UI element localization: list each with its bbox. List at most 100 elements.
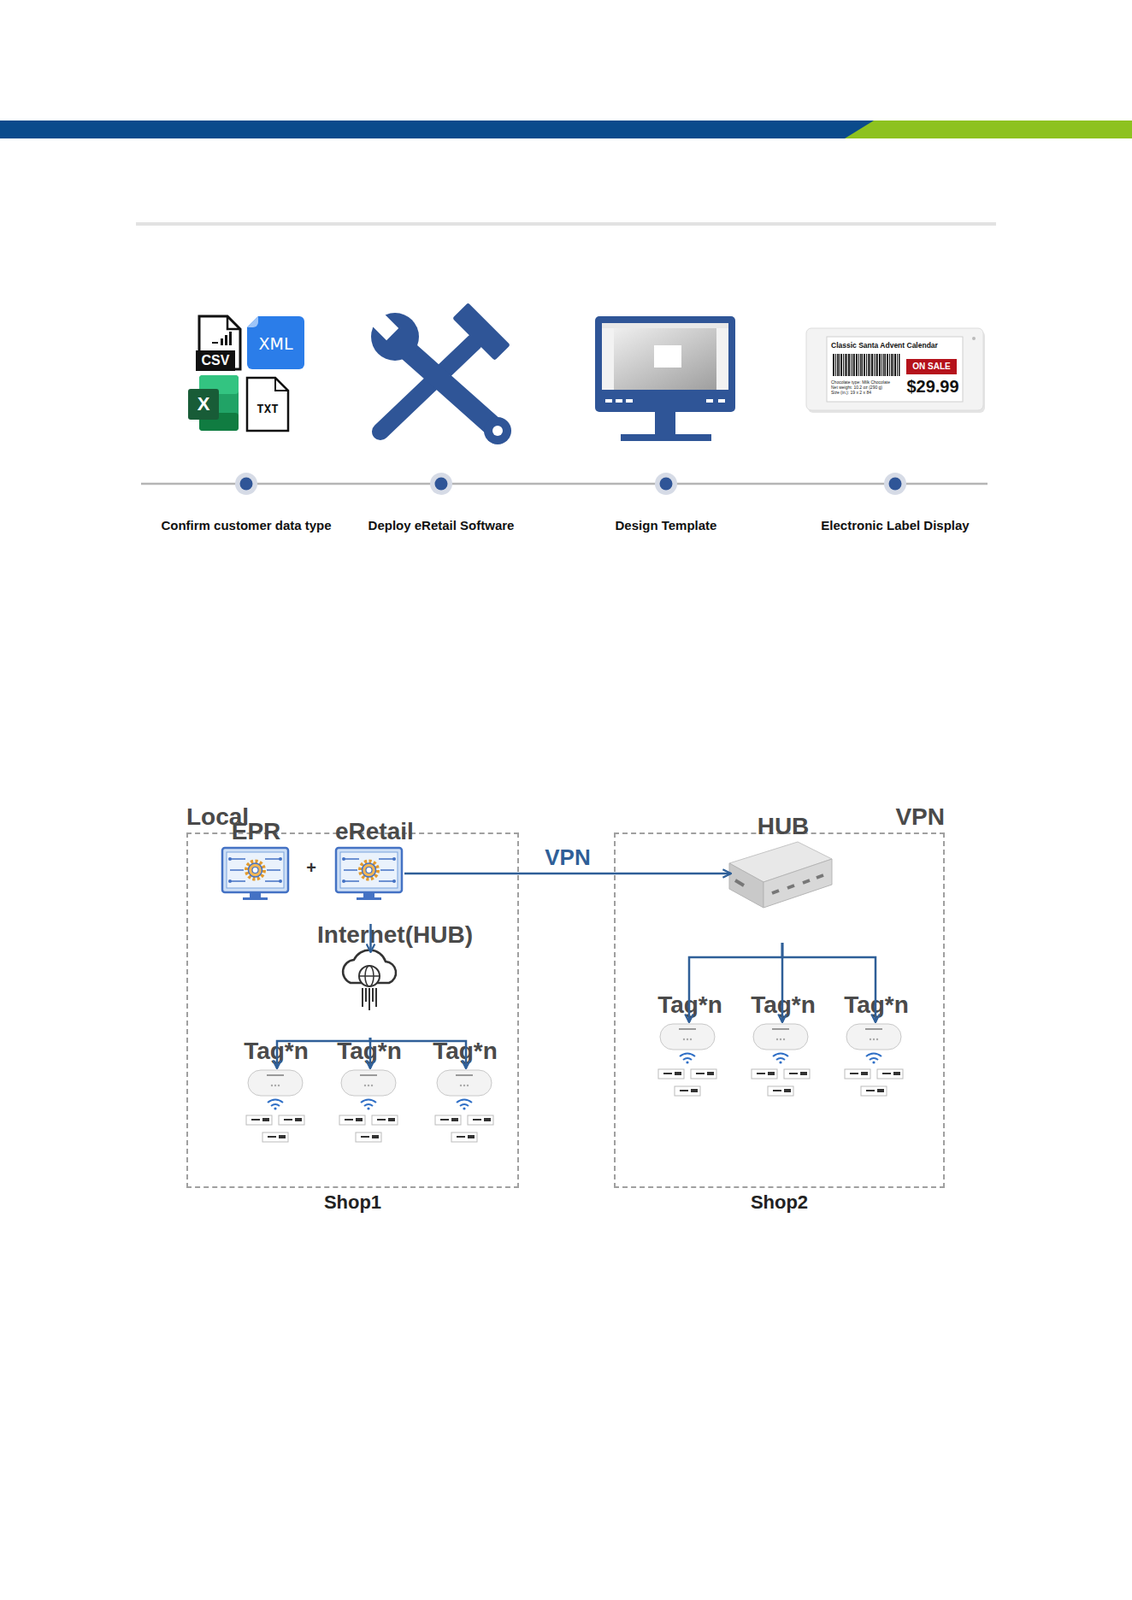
graphic-part bbox=[492, 425, 503, 437]
node-label: EPR bbox=[221, 818, 291, 925]
node-label: Tag*n bbox=[837, 991, 916, 1119]
internet-hub: Internet(HUB) bbox=[318, 952, 422, 1038]
graphic-part bbox=[401, 345, 495, 428]
node-label: Tag*n bbox=[425, 1037, 505, 1168]
price-tag-detail: Chocolate type: Milk Chocolate bbox=[831, 380, 907, 386]
graphic-part bbox=[235, 472, 258, 496]
graphic-part bbox=[763, 859, 832, 908]
graphic-part bbox=[229, 331, 232, 346]
graphic-part bbox=[605, 399, 726, 403]
graphic-part bbox=[816, 875, 824, 879]
graphic-part bbox=[772, 890, 779, 894]
file-type-label: X bbox=[188, 393, 219, 415]
graphic-part bbox=[595, 316, 736, 413]
graphic-part bbox=[212, 341, 219, 344]
graphic-part bbox=[359, 966, 380, 987]
graphic-part bbox=[718, 399, 726, 403]
node-label: eRetail bbox=[335, 818, 405, 925]
graphic-part bbox=[807, 330, 985, 413]
graphic-part bbox=[362, 304, 399, 341]
graphic-part bbox=[0, 120, 1132, 139]
graphic-part bbox=[658, 1024, 717, 1097]
graphic-part bbox=[802, 880, 810, 884]
price-tag-detail: Size (in.): 19 x 2 x 84 bbox=[831, 390, 907, 396]
graphic-part bbox=[247, 377, 289, 431]
hub-device: HUB bbox=[731, 843, 834, 944]
server-monitor: EPR bbox=[223, 849, 291, 925]
graphic-part bbox=[336, 848, 402, 901]
file-type-label: TXT bbox=[247, 401, 289, 416]
graphic-part bbox=[365, 988, 367, 1003]
step-label: Confirm customer data type bbox=[143, 518, 349, 533]
access-point: Tag*n bbox=[650, 1022, 728, 1119]
graphic-part bbox=[729, 863, 764, 908]
graphic-part bbox=[601, 323, 729, 390]
access-point: Tag*n bbox=[743, 1022, 821, 1119]
graphic-part bbox=[654, 472, 678, 496]
graphic-part bbox=[605, 399, 613, 403]
file-type-label: XML bbox=[247, 335, 305, 354]
site-boundary: VPNShop2HUBTag*nTag*nTag*n bbox=[613, 832, 945, 1189]
access-point: Tag*n bbox=[331, 1068, 409, 1168]
graphic-part bbox=[601, 328, 614, 390]
graphic-part bbox=[452, 302, 511, 361]
shop-name: Shop2 bbox=[615, 1191, 944, 1214]
graphic-part bbox=[889, 477, 903, 491]
file-type-icons bbox=[188, 316, 305, 431]
graphic-part bbox=[615, 399, 623, 403]
graphic-part bbox=[220, 338, 224, 346]
graphic-part bbox=[831, 353, 901, 377]
timeline bbox=[141, 472, 988, 496]
price-value: $29.99 bbox=[902, 377, 963, 397]
graphic-part bbox=[706, 399, 714, 403]
node-label: HUB bbox=[731, 813, 836, 944]
graphic-part bbox=[435, 1070, 494, 1143]
graphic-part bbox=[222, 848, 289, 901]
graphic-part bbox=[972, 336, 976, 341]
step-label: Electronic Label Display bbox=[792, 518, 998, 533]
graphic-part bbox=[844, 1024, 903, 1097]
graphic-part bbox=[195, 350, 236, 372]
connector-arrow bbox=[404, 872, 732, 876]
access-point: Tag*n bbox=[837, 1022, 914, 1119]
server-monitor: eRetail bbox=[336, 849, 405, 925]
graphic-part bbox=[483, 417, 512, 445]
node-label: Tag*n bbox=[330, 1037, 409, 1168]
file-type-label: CSV bbox=[195, 353, 236, 369]
graphic-part bbox=[362, 988, 377, 1011]
network-icons bbox=[222, 842, 903, 1143]
graphic-part bbox=[135, 222, 997, 226]
price-tag-detail: Net weight: 10.2 oz (290 g) bbox=[831, 385, 907, 391]
graphic-part bbox=[141, 483, 988, 486]
graphic-part bbox=[601, 323, 729, 329]
graphic-part bbox=[224, 335, 228, 346]
node-label: Internet(HUB) bbox=[317, 921, 422, 1038]
plus-sign: + bbox=[298, 858, 325, 879]
graphic-part bbox=[435, 477, 449, 491]
graphic-part bbox=[188, 389, 219, 420]
graphic-part bbox=[368, 988, 371, 1011]
graphic-part bbox=[884, 472, 907, 496]
graphic-part bbox=[826, 336, 963, 402]
graphic-part bbox=[660, 477, 673, 491]
graphic-part bbox=[430, 472, 453, 496]
monitor-icon bbox=[595, 316, 736, 442]
graphic-part bbox=[246, 1070, 305, 1143]
node-label: Tag*n bbox=[650, 991, 730, 1119]
access-point: Tag*n bbox=[427, 1068, 505, 1168]
graphic-part bbox=[787, 885, 795, 889]
graphic-part bbox=[654, 345, 682, 368]
graphic-part bbox=[654, 412, 676, 435]
tools-icon bbox=[362, 302, 512, 445]
graphic-part bbox=[371, 988, 374, 1003]
node-label: Tag*n bbox=[236, 1037, 316, 1168]
graphic-part bbox=[806, 328, 984, 411]
graphic-part bbox=[275, 377, 289, 391]
graphic-part bbox=[735, 875, 824, 894]
graphic-part bbox=[620, 434, 712, 442]
graphic-part bbox=[247, 316, 305, 370]
graphic-part bbox=[375, 988, 378, 1008]
graphic-part bbox=[359, 975, 380, 978]
graphic-part bbox=[625, 399, 633, 403]
